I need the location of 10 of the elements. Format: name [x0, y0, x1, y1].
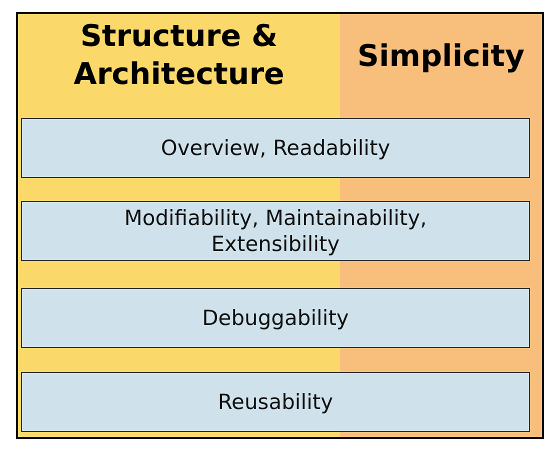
layer-box — [21, 372, 530, 432]
box-label: Modifiability, Maintainability, Extensibility — [123, 205, 428, 257]
layer-box — [21, 118, 530, 178]
column-heading: Simplicity — [356, 38, 526, 76]
box-label: Overview, Readability — [160, 135, 390, 161]
box-label: Reusability — [218, 389, 334, 415]
column-heading: Structure & Architecture — [72, 18, 286, 94]
layer-box — [21, 201, 530, 261]
box-label: Debuggability — [202, 305, 349, 331]
layer-box — [21, 288, 530, 348]
